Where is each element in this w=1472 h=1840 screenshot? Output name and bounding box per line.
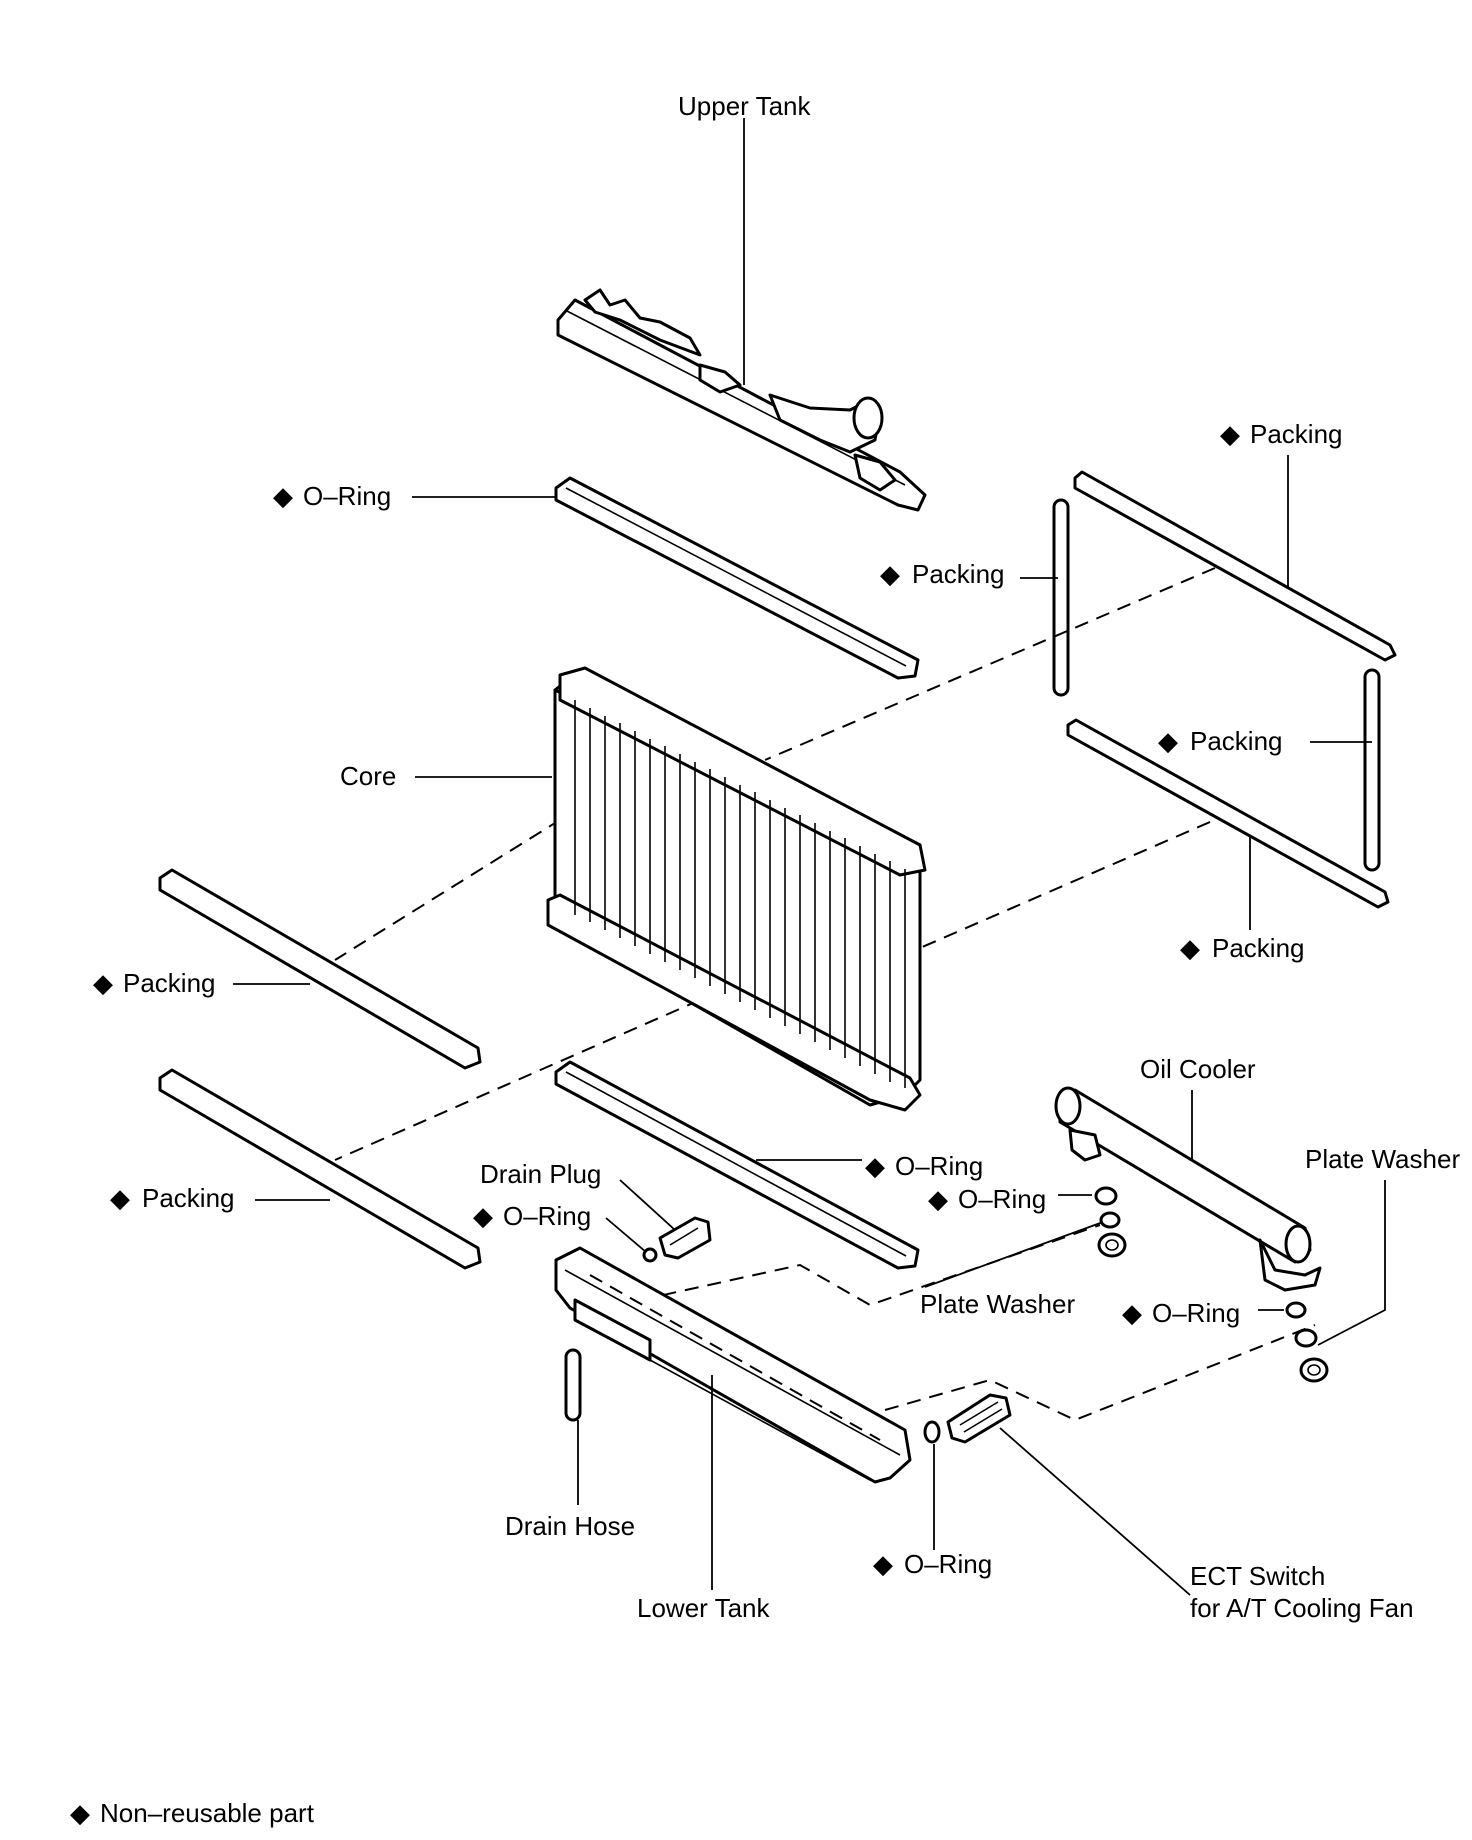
label-packing-right-mid: Packing (1190, 726, 1283, 756)
oil-cooler-part (1054, 1086, 1322, 1292)
o-ring-right-small (1285, 1301, 1307, 1319)
diamond-o-ring-top: ◆ (273, 481, 293, 511)
label-o-ring-lower-center: O–Ring (895, 1151, 983, 1181)
label-packing-left-upper: Packing (123, 968, 216, 998)
label-core: Core (340, 761, 396, 791)
label-o-ring-top: O–Ring (303, 481, 391, 511)
legend: ◆ ◆ Non–reusable part (70, 1798, 315, 1828)
diamond-packing-top-right: ◆ (1220, 419, 1240, 449)
diamond-o-ring-lower-center: ◆ (865, 1151, 885, 1181)
label-plate-washer-right: Plate Washer (1305, 1144, 1460, 1174)
plate-washer-right-part (1294, 1328, 1329, 1383)
label-ect-switch-line2: for A/T Cooling Fan (1190, 1593, 1414, 1623)
label-plate-washer-mid: Plate Washer (920, 1289, 1075, 1319)
packing-vertical-left-part (1052, 498, 1070, 697)
o-ring-lower-part (554, 1060, 920, 1270)
diamond-packing-left-lower: ◆ (110, 1183, 130, 1213)
diamond-packing-right-low: ◆ (1180, 933, 1200, 963)
label-ect-switch-line1: ECT Switch (1190, 1561, 1325, 1591)
diamond-o-ring-right: ◆ (1122, 1298, 1142, 1328)
o-ring-upper-part (554, 476, 920, 680)
drain-plug-part (642, 1216, 712, 1263)
part-labels: Upper Tank ◆ O–Ring ◆ Packing ◆ Packing … (93, 91, 1460, 1623)
packing-top-right-part (1073, 470, 1397, 662)
diamond-packing-top-mid: ◆ (880, 559, 900, 589)
label-o-ring-bottom: O–Ring (904, 1549, 992, 1579)
legend-diamond: ◆ (70, 1798, 90, 1828)
diamond-o-ring-oil-cooler: ◆ (928, 1184, 948, 1214)
packing-left-upper-part (158, 868, 482, 1070)
label-o-ring-drain: O–Ring (503, 1201, 591, 1231)
diamond-packing-right-mid: ◆ (1158, 726, 1178, 756)
label-packing-top-right: Packing (1250, 419, 1343, 449)
packing-vertical-right-part (1363, 668, 1381, 872)
core-part (546, 666, 927, 1112)
plate-washer-mid-part (1097, 1211, 1127, 1258)
label-packing-top-mid: Packing (912, 559, 1005, 589)
ect-switch-part (946, 1393, 1012, 1444)
label-drain-plug: Drain Plug (480, 1159, 601, 1189)
packing-left-lower-part (158, 1068, 482, 1270)
upper-tank-part (556, 288, 927, 512)
leader-lines (233, 118, 1386, 1596)
o-ring-oil-cooler-small (1094, 1186, 1118, 1206)
label-packing-right-low: Packing (1212, 933, 1305, 963)
lower-tank-part (554, 1246, 912, 1484)
o-ring-bottom-small (923, 1420, 941, 1444)
drain-hose-part (564, 1348, 582, 1422)
label-lower-tank: Lower Tank (637, 1593, 770, 1623)
label-o-ring-right: O–Ring (1152, 1298, 1240, 1328)
legend-text: Non–reusable part (100, 1798, 315, 1828)
label-packing-left-lower: Packing (142, 1183, 235, 1213)
diamond-o-ring-bottom: ◆ (873, 1549, 893, 1579)
label-oil-cooler: Oil Cooler (1140, 1054, 1256, 1084)
packing-mid-right-part (1066, 718, 1390, 909)
label-o-ring-oil-cooler: O–Ring (958, 1184, 1046, 1214)
label-upper-tank: Upper Tank (678, 91, 811, 121)
diamond-o-ring-drain: ◆ (473, 1201, 493, 1231)
diamond-packing-left-upper: ◆ (93, 968, 113, 998)
label-drain-hose: Drain Hose (505, 1511, 635, 1541)
